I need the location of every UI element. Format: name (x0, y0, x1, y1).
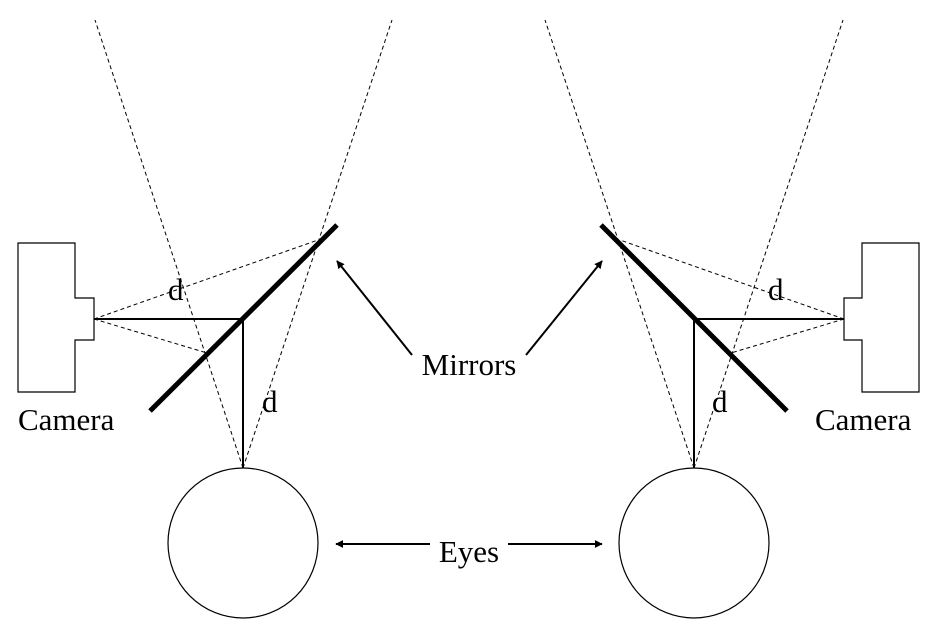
center-annotations: Mirrors Eyes (335, 260, 603, 569)
mirrors-arrow-right (525, 260, 603, 356)
left-mirror (148, 223, 339, 413)
right-eye-fov-line-1 (544, 19, 695, 469)
right-assembly: Camera d d (544, 19, 920, 619)
right-camera-ray-1 (619, 239, 845, 320)
left-assembly: Camera d d (17, 19, 393, 619)
left-d-horizontal-label: d (168, 272, 184, 307)
eyes-label: Eyes (439, 534, 499, 569)
left-eye-fov-line-1 (94, 19, 244, 469)
mirrors-label: Mirrors (422, 347, 517, 382)
left-camera-label: Camera (18, 402, 115, 437)
left-eye (167, 467, 319, 619)
left-camera (17, 242, 95, 393)
right-camera-label: Camera (815, 402, 912, 437)
left-d-vertical-label: d (262, 384, 278, 419)
right-camera-ray-2 (730, 318, 845, 354)
mirrors-arrow-left (336, 260, 413, 356)
right-d-vertical-label: d (712, 384, 728, 419)
left-camera-ray-1 (93, 239, 319, 320)
right-eye-fov-line-2 (693, 19, 844, 469)
right-mirror (599, 223, 789, 413)
right-camera (843, 242, 920, 393)
left-camera-ray-2 (93, 318, 208, 354)
left-eye-fov-line-2 (242, 19, 393, 469)
right-d-horizontal-label: d (768, 272, 784, 307)
right-eye (618, 467, 770, 619)
